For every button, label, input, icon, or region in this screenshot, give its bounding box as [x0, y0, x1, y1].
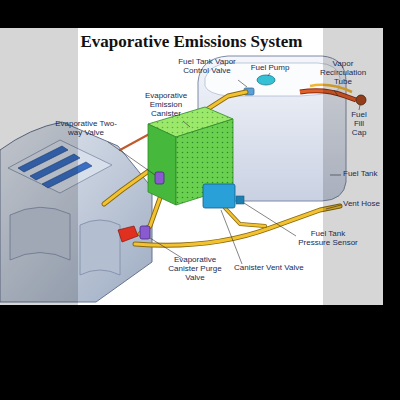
- leader-line: [221, 210, 242, 264]
- fuel-pump: [257, 75, 275, 85]
- leader-line: [108, 142, 155, 175]
- canister-hose: [225, 208, 265, 226]
- white-panel: [0, 28, 383, 305]
- part-label: Evaporative Two-way Valve: [54, 120, 118, 138]
- leader-line: [183, 121, 190, 127]
- part-label: Fuel Tank Pressure Sensor: [294, 230, 362, 248]
- purge-valve: [140, 226, 150, 239]
- hose: [104, 170, 150, 204]
- part-label: Fuel Tank: [343, 170, 383, 179]
- canister-front: [148, 124, 176, 205]
- canister-vent-valve: [203, 184, 235, 208]
- leader-line: [238, 80, 247, 87]
- leader-line: [268, 73, 270, 76]
- part-label: Canister Vent Valve: [234, 264, 324, 273]
- part-label: Vapor Recirculation Tube: [316, 60, 370, 86]
- purge-valve-body: [118, 226, 138, 242]
- intake: [80, 220, 120, 275]
- part-label: Fuel Tank Vapor Control Valve: [170, 58, 244, 76]
- hose-outline: [104, 170, 150, 204]
- part-label: Vent Hose: [343, 200, 383, 209]
- part-label: Fuel Pump: [250, 64, 290, 73]
- part-label: Fuel Fill Cap: [348, 111, 370, 137]
- canister-hose-outline: [225, 208, 265, 226]
- leader-line: [244, 203, 296, 236]
- grey-band: [0, 28, 78, 305]
- leader-line: [150, 238, 182, 258]
- part-label: Evaporative Emission Canister: [140, 92, 192, 118]
- pressure-sensor: [236, 196, 244, 204]
- part-label: Evaporative Canister Purge Valve: [168, 256, 222, 282]
- two-way-valve: [155, 172, 164, 184]
- diagram-title: Evaporative Emissions System: [0, 32, 383, 52]
